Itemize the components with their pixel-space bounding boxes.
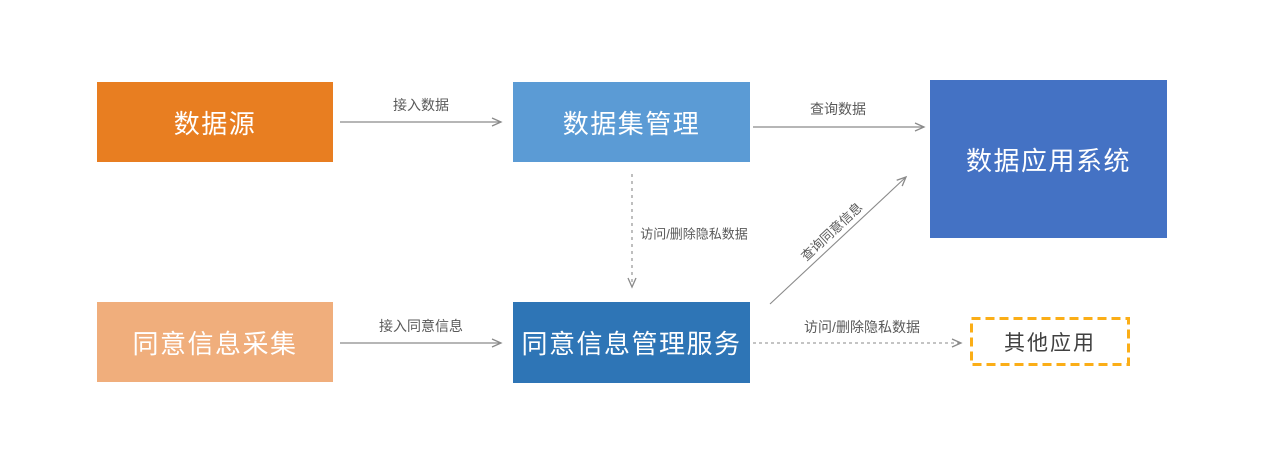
- edge-label-access-data: 接入数据: [393, 97, 449, 113]
- arrow-query-consent-info: [769, 175, 908, 305]
- consent-info-collection-label: 同意信息采集: [132, 328, 298, 359]
- dataset-management-label: 数据集管理: [562, 108, 701, 139]
- other-applications-border: [970, 317, 1130, 366]
- edge-label-access-delete-private-data-down: 访问/删除隐私数据: [640, 226, 748, 242]
- data-source-label: 数据源: [173, 108, 257, 139]
- edge-label-query-data: 查询数据: [810, 101, 866, 117]
- data-application-system-label: 数据应用系统: [965, 145, 1131, 176]
- dataset-management-node: 数据集管理: [513, 82, 750, 162]
- data-source-node: 数据源: [97, 82, 333, 162]
- other-applications-node: 其他应用: [970, 317, 1130, 366]
- edge-label-access-delete-private-data-right: 访问/删除隐私数据: [804, 319, 920, 335]
- data-application-system-node: 数据应用系统: [930, 80, 1167, 238]
- consent-info-management-service-node: 同意信息管理服务: [513, 302, 750, 383]
- consent-info-collection-node: 同意信息采集: [97, 302, 333, 382]
- other-applications-label: 其他应用: [1004, 331, 1096, 355]
- consent-info-management-service-label: 同意信息管理服务: [521, 329, 742, 359]
- edge-label-access-consent-info: 接入同意信息: [379, 318, 463, 334]
